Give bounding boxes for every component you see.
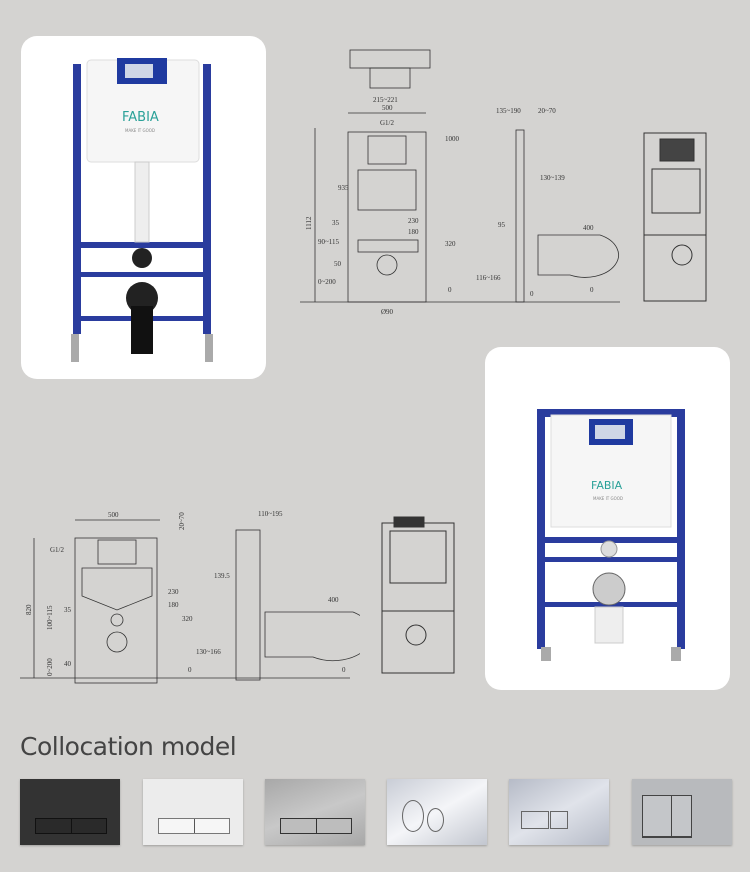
dim-label: 230 — [408, 217, 419, 225]
dim-label: 400 — [328, 596, 339, 604]
dim-label: 0 — [448, 286, 452, 294]
dim-label: 90~115 — [318, 238, 340, 246]
product-render-card-2: FABIA MAKE IT GOOD — [485, 347, 730, 690]
dim-label: 935 — [338, 184, 349, 192]
dim-label: 0 — [188, 666, 192, 674]
dim-label: 0 — [590, 286, 594, 294]
dim-label: 1000 — [445, 135, 460, 143]
dim-label: 0~200 — [318, 278, 336, 286]
flush-plate-brushed-silver[interactable] — [265, 779, 365, 845]
dim-label: 0 — [342, 666, 346, 674]
round-button-small — [427, 808, 444, 832]
dim-label: 400 — [583, 224, 594, 232]
dim-label: 110~195 — [258, 510, 283, 518]
brand-logo-2: FABIA — [591, 479, 623, 492]
dim-label: 180 — [408, 228, 419, 236]
dim-label: 35 — [332, 219, 340, 227]
dim-label: 20~70 — [538, 107, 556, 115]
dim-label: G1/2 — [50, 546, 65, 554]
dim-label: 35 — [64, 606, 72, 614]
technical-drawing-1: 215~221 500 G1/2 1112 1000 935 230 180 3… — [300, 49, 620, 316]
installation-frame-render: FABIA MAKE IT GOOD — [71, 58, 213, 362]
dim-label: 116~166 — [476, 274, 501, 282]
flush-plate-white[interactable] — [143, 779, 243, 845]
dim-label: 130~139 — [540, 174, 565, 182]
technical-drawing-2: 500 20~70 G1/2 820 230 180 320 100~115 3… — [20, 510, 360, 684]
rect-button-large — [521, 811, 549, 829]
rect-button-small — [550, 811, 568, 829]
dim-label: 320 — [445, 240, 456, 248]
brand-tagline-2: MAKE IT GOOD — [593, 496, 623, 501]
collocation-title: Collocation model — [20, 732, 237, 761]
dim-label: 230 — [168, 588, 179, 596]
dim-label: 215~221 — [373, 96, 398, 104]
dim-label: 95 — [498, 221, 506, 229]
installation-frame-render-2: FABIA MAKE IT GOOD — [537, 409, 685, 661]
dim-label: 820 — [25, 604, 33, 615]
dim-label: 40 — [64, 660, 72, 668]
dim-label: 100~115 — [46, 605, 54, 630]
round-button-large — [402, 800, 424, 832]
dim-label: Ø90 — [381, 308, 394, 316]
flush-plate-satin-large[interactable] — [632, 779, 732, 845]
dual-button — [35, 818, 107, 834]
flush-plate-chrome-round[interactable] — [387, 779, 487, 845]
flush-plate-chrome-rect[interactable] — [509, 779, 609, 845]
brand-logo: FABIA — [122, 110, 159, 125]
large-dual-button — [642, 795, 692, 838]
dim-label: 500 — [108, 511, 119, 519]
dim-label: 135~190 — [496, 107, 521, 115]
dim-label: 180 — [168, 601, 179, 609]
dim-label: G1/2 — [380, 119, 395, 127]
dual-button — [280, 818, 352, 834]
dim-label: 130~166 — [196, 648, 221, 656]
dim-label: 1112 — [305, 216, 313, 230]
dim-label: 0~200 — [46, 658, 54, 676]
brand-tagline: MAKE IT GOOD — [125, 128, 155, 133]
dual-button — [158, 818, 230, 834]
flush-plate-matte-black[interactable] — [20, 779, 120, 845]
frame-line-render-1 — [643, 132, 707, 302]
dim-label: 20~70 — [178, 512, 186, 530]
frame-line-render-2 — [381, 516, 455, 674]
dim-label: 139.5 — [214, 572, 230, 580]
dim-label: 500 — [382, 104, 393, 112]
dim-label: 0 — [530, 290, 534, 298]
dim-label: 50 — [334, 260, 342, 268]
product-render-card-1: FABIA MAKE IT GOOD — [21, 36, 266, 379]
dim-label: 320 — [182, 615, 193, 623]
